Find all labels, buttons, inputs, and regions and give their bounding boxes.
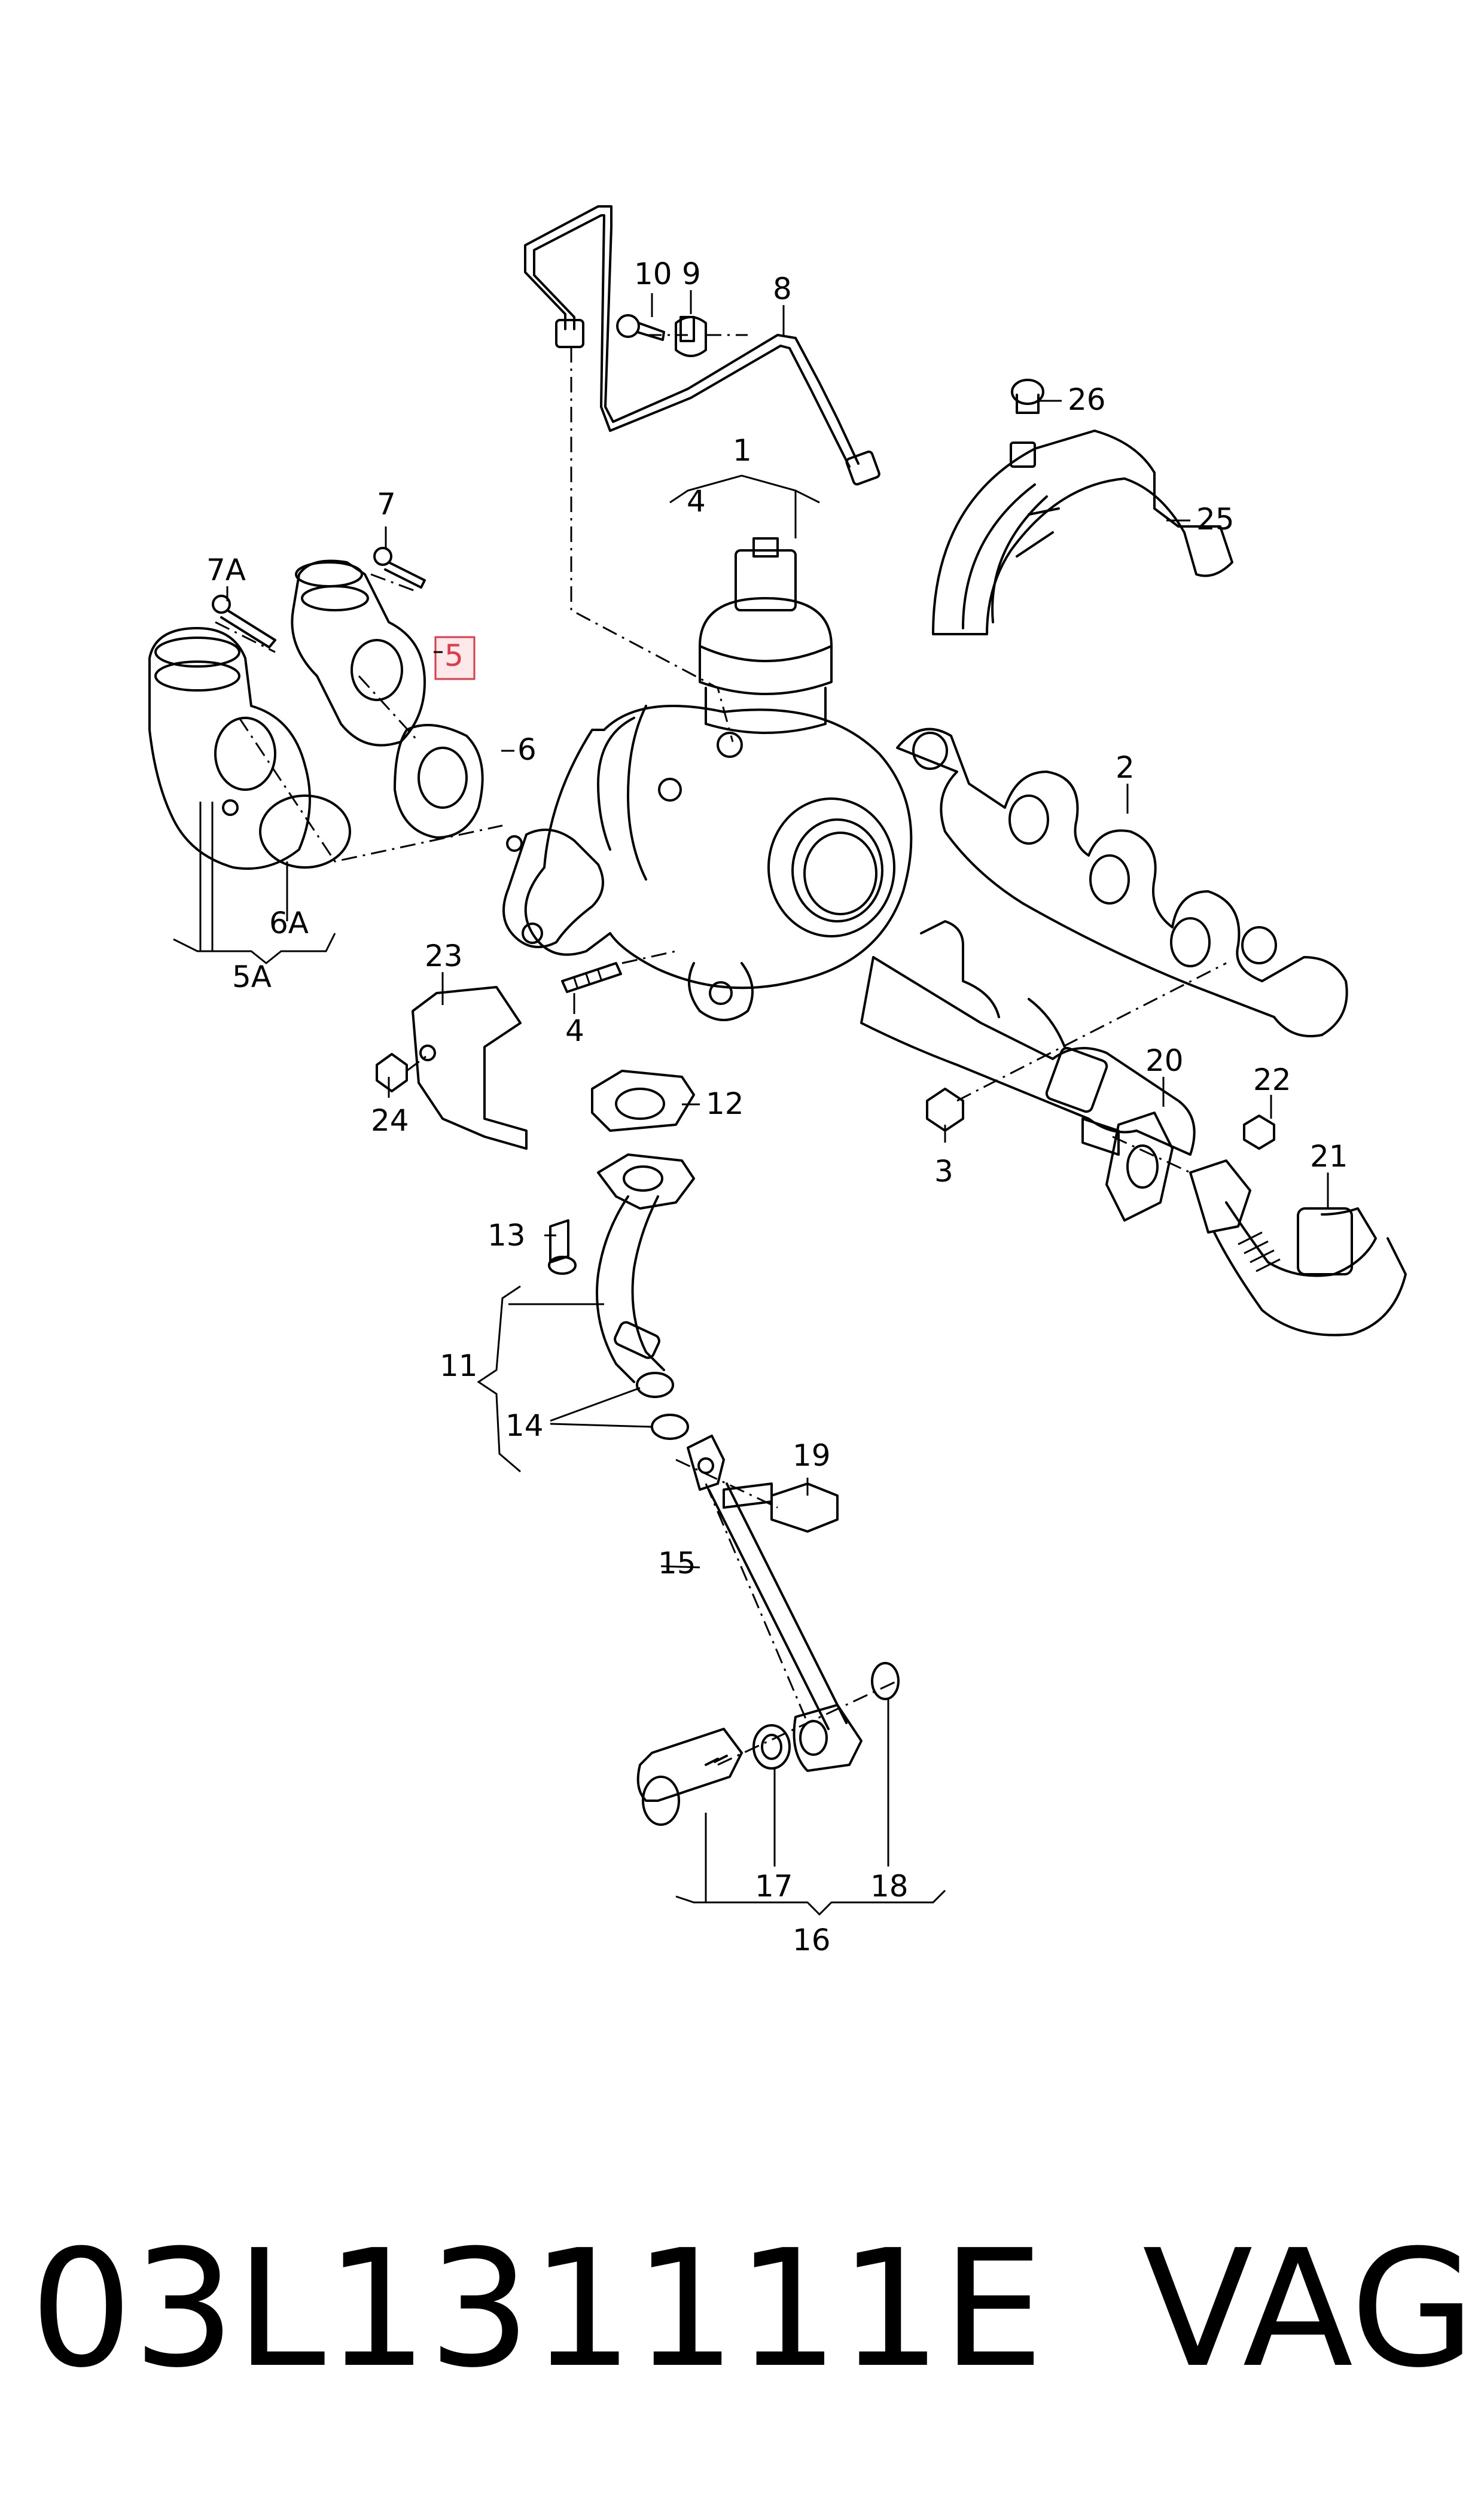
callout-23: 23: [425, 939, 463, 973]
stud-4: [561, 962, 622, 993]
heat-shield-screw: [1011, 379, 1044, 414]
nut-22: [1243, 1115, 1275, 1150]
bolt-13: [548, 1219, 577, 1275]
callout-16: 16: [793, 1923, 831, 1957]
turbocharger: [502, 537, 913, 1021]
caption: 03L131111E VAG: [30, 2215, 1476, 2403]
oil-pipe-15: [687, 1435, 863, 1772]
callout-7: 7: [377, 487, 396, 522]
highlight-box: [434, 636, 476, 680]
egr-gasket-6: [394, 724, 484, 839]
pipe-clip: [675, 316, 707, 357]
callout-11: 11: [440, 1348, 478, 1383]
exhaust-manifold: [860, 920, 1196, 1156]
bolt-7: [373, 547, 426, 589]
seal-18: [871, 1662, 900, 1700]
callout-labels: 1 2 3 4 4 5 5A 6 6A 7 7A 8 9 10 11 12 13…: [206, 257, 1348, 1957]
gasket-12: [591, 1070, 695, 1132]
part-number: 03L131111E: [30, 2215, 1044, 2403]
callout-9: 9: [682, 257, 701, 291]
callout-17: 17: [755, 1869, 793, 1904]
pipe-21: [1189, 1159, 1407, 1336]
callout-24: 24: [371, 1103, 409, 1138]
callout-26: 26: [1068, 382, 1106, 417]
callout-1: 1: [733, 433, 752, 468]
callout-25: 25: [1196, 502, 1235, 537]
callout-6: 6: [517, 732, 537, 767]
callout-15: 15: [658, 1546, 696, 1581]
callout-19: 19: [793, 1438, 831, 1473]
o-rings-14: [636, 1372, 689, 1440]
oil-feed-pipe: [524, 205, 880, 486]
callout-22: 22: [1253, 1062, 1291, 1097]
callout-8: 8: [773, 272, 792, 306]
exploded-parts-diagram: 1 2 3 4 4 5 5A 6 6A 7 7A 8 9 10 11 12 13…: [148, 205, 1407, 1957]
callout-18: 18: [870, 1869, 909, 1904]
heat-shield: [932, 430, 1233, 635]
brand-name: VAG: [1142, 2215, 1476, 2403]
manifold-gasket: [896, 727, 1348, 1037]
egr-valve-assembly-5a: [148, 627, 311, 870]
o-ring-6a: [259, 794, 351, 869]
banjo-bolt-16: [636, 1728, 743, 1826]
oil-return-pipe-11: [596, 1153, 695, 1383]
bracket-23: [412, 986, 528, 1150]
callout-13: 13: [487, 1218, 526, 1253]
callout-4-stud: 4: [565, 1013, 584, 1048]
callout-2: 2: [1116, 750, 1135, 785]
callout-12: 12: [706, 1086, 744, 1121]
callout-6a: 6A: [269, 906, 309, 940]
callout-10: 10: [634, 257, 672, 291]
callout-5a: 5A: [232, 960, 272, 994]
callout-5: 5: [444, 638, 464, 673]
pipe-bolt: [616, 314, 665, 341]
callout-20: 20: [1145, 1043, 1184, 1078]
callout-4-top: 4: [687, 484, 706, 519]
bolt-7a: [212, 595, 276, 648]
egr-valve-5: [291, 559, 426, 747]
seal-17: [752, 1724, 791, 1770]
gasket-20: [1105, 1112, 1174, 1222]
callout-14: 14: [505, 1408, 544, 1443]
nut-24: [376, 1053, 408, 1092]
callout-7a: 7A: [206, 553, 246, 587]
leader-lines: [173, 290, 1329, 1916]
callout-3: 3: [934, 1154, 953, 1189]
nut-3: [926, 1088, 964, 1132]
callout-21: 21: [1310, 1139, 1348, 1174]
assembly-lines: [215, 334, 1227, 1766]
